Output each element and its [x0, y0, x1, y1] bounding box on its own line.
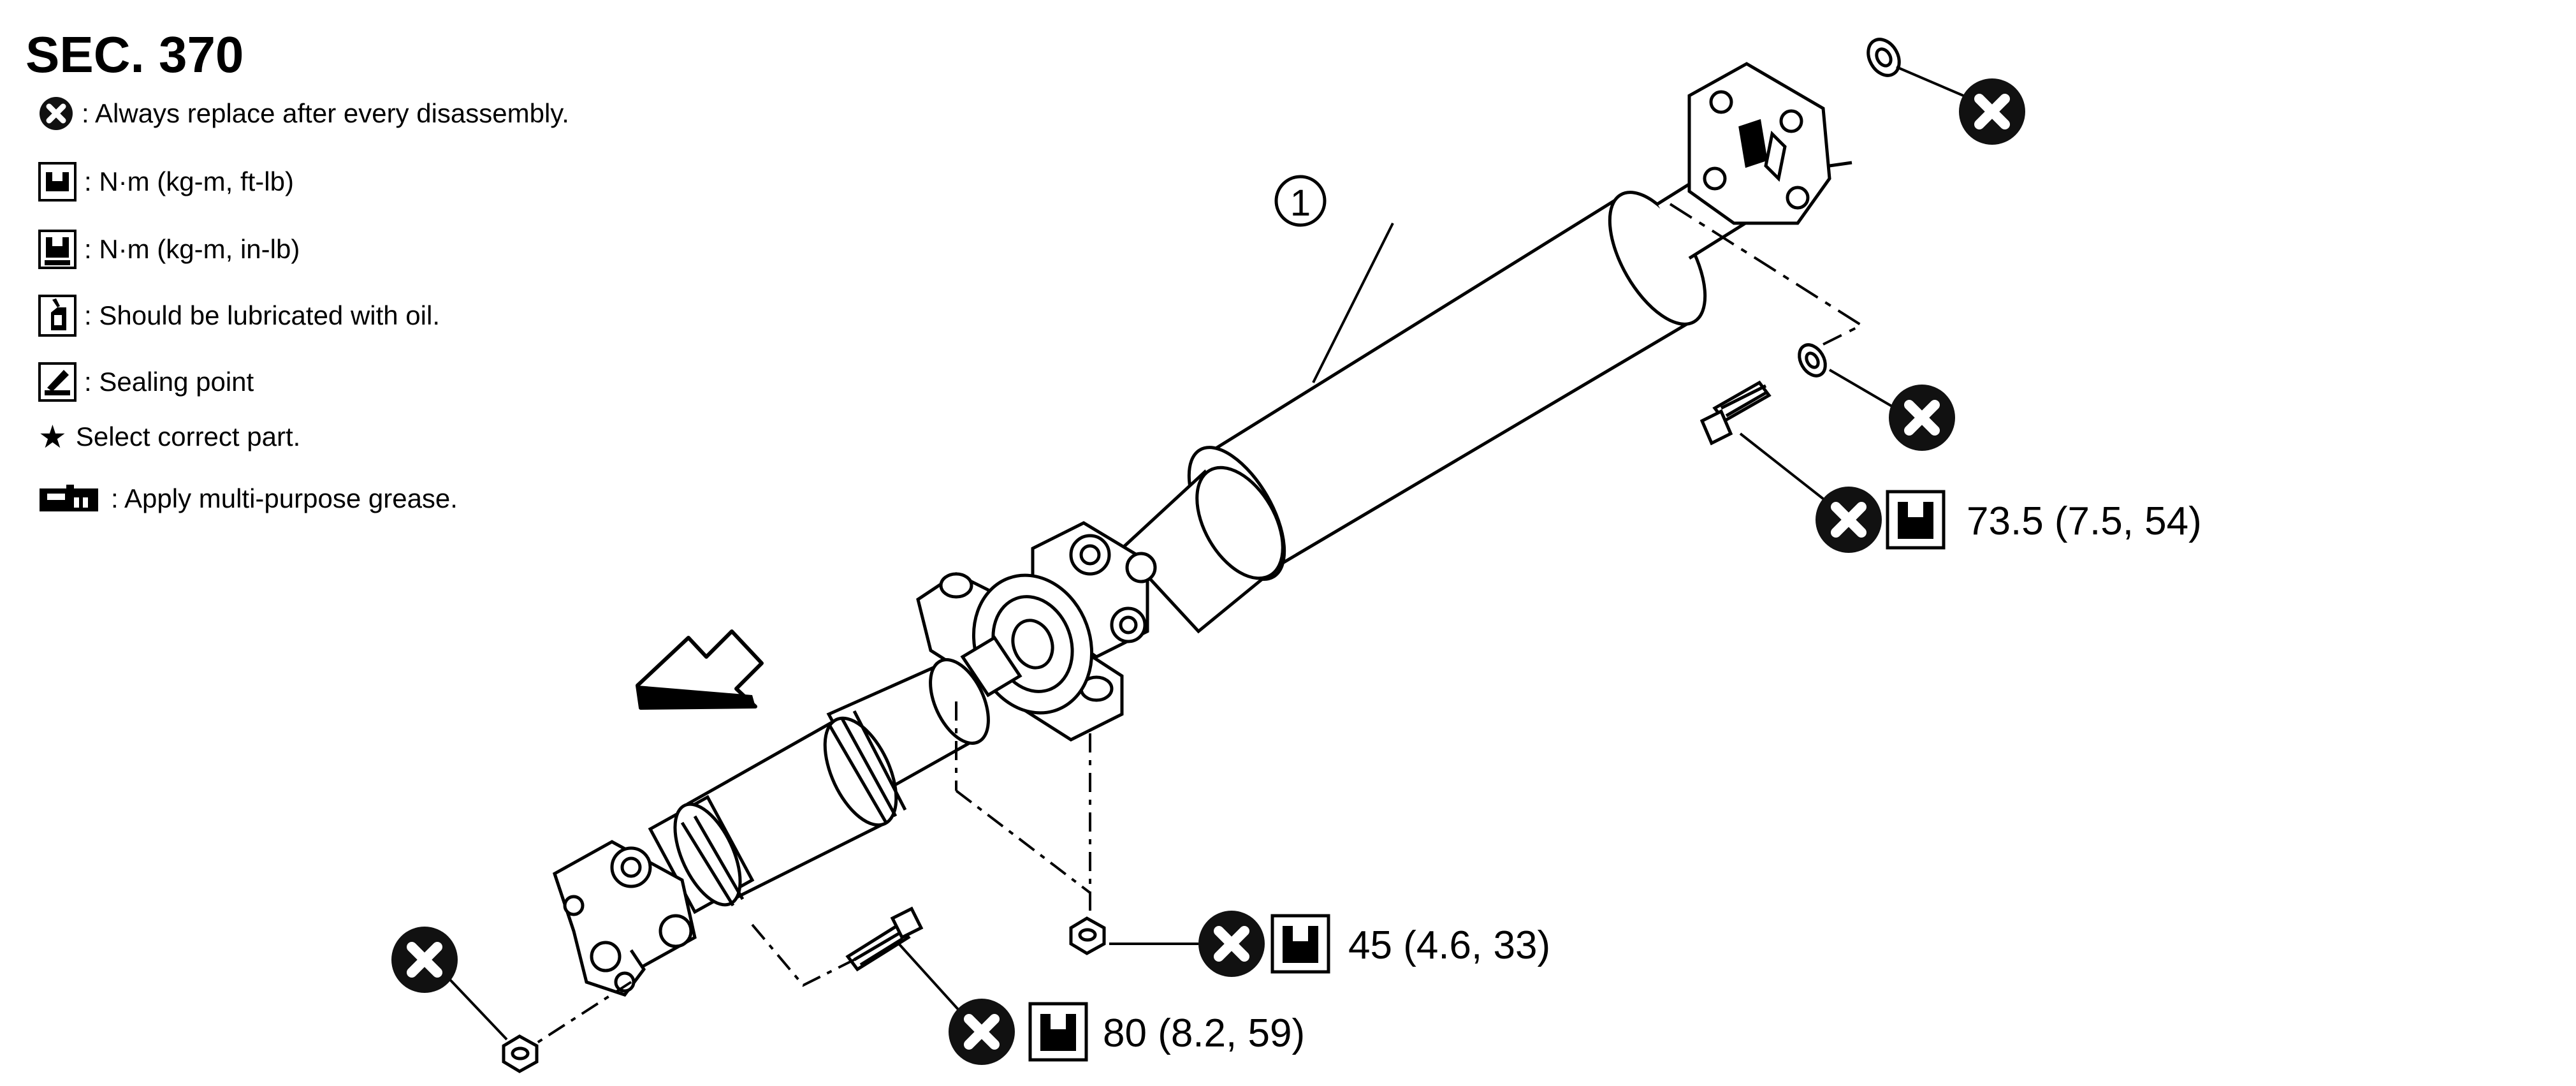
front-washer [1867, 38, 1901, 77]
legend-torque-ft-text: : N·m (kg-m, ft-lb) [84, 166, 294, 196]
torque-front-flange: 73.5 (7.5, 54) [1967, 499, 2202, 543]
torque-wrench-icon [1030, 1004, 1086, 1060]
legend-row-grease: : Apply multi-purpose grease. [38, 483, 458, 514]
legend-grease-text: : Apply multi-purpose grease. [111, 483, 458, 513]
rear-flange [552, 840, 697, 997]
replace-x-icon [391, 927, 458, 993]
torque-wrench-icon [1888, 492, 1944, 548]
star-icon: ★ [38, 419, 67, 455]
legend-replace-text: : Always replace after every disassembly… [82, 98, 569, 128]
rear-nut [502, 1034, 539, 1073]
legend-lubricate-text: : Should be lubricated with oil. [84, 300, 440, 330]
legend-row-replace: : Always replace after every disassembly… [38, 96, 569, 131]
legend-row-torque-ft: : N·m (kg-m, ft-lb) [38, 162, 294, 202]
replace-x-icon [1198, 911, 1265, 977]
oil-can-icon [38, 295, 76, 337]
torque-wrench-icon [1272, 916, 1328, 972]
flex-coupling [1687, 62, 1852, 225]
part-number-label: 1 [1290, 182, 1311, 224]
legend-select-part-text: Select correct part. [75, 422, 301, 451]
front-flange-bolt [1699, 343, 1827, 446]
sealant-icon [38, 362, 76, 402]
replace-x-icon [1959, 78, 2025, 145]
section-title: SEC. 370 [25, 26, 244, 83]
legend-sealing-text: : Sealing point [84, 367, 254, 397]
replace-x-icon [949, 999, 1015, 1065]
legend-row-sealing: : Sealing point [38, 362, 254, 402]
replace-x-icon [1816, 487, 1882, 553]
legend-row-torque-in: : N·m (kg-m, in-lb) [38, 230, 300, 269]
replace-x-icon [1889, 385, 1955, 451]
grease-gun-icon [40, 485, 98, 511]
leader-lines [445, 203, 1907, 1047]
legend-row-select-part: ★ Select correct part. [38, 421, 300, 453]
torque-wrench-filled-icon [38, 230, 76, 269]
mid-tube [1119, 466, 1284, 634]
legend-row-lubricate: : Should be lubricated with oil. [38, 295, 440, 337]
torque-rear-flange: 80 (8.2, 59) [1103, 1011, 1305, 1055]
torque-wrench-icon [38, 162, 76, 202]
part-number-callout: 1 [1274, 175, 1327, 227]
rear-flange-bolt [845, 906, 924, 972]
legend-torque-in-text: : N·m (kg-m, in-lb) [84, 234, 300, 264]
torque-center-bearing: 45 (4.6, 33) [1348, 923, 1550, 967]
front-direction-arrow-icon [636, 629, 764, 710]
rear-shaft [648, 635, 1022, 914]
replace-x-icon [40, 97, 73, 130]
center-nut [1069, 916, 1106, 955]
